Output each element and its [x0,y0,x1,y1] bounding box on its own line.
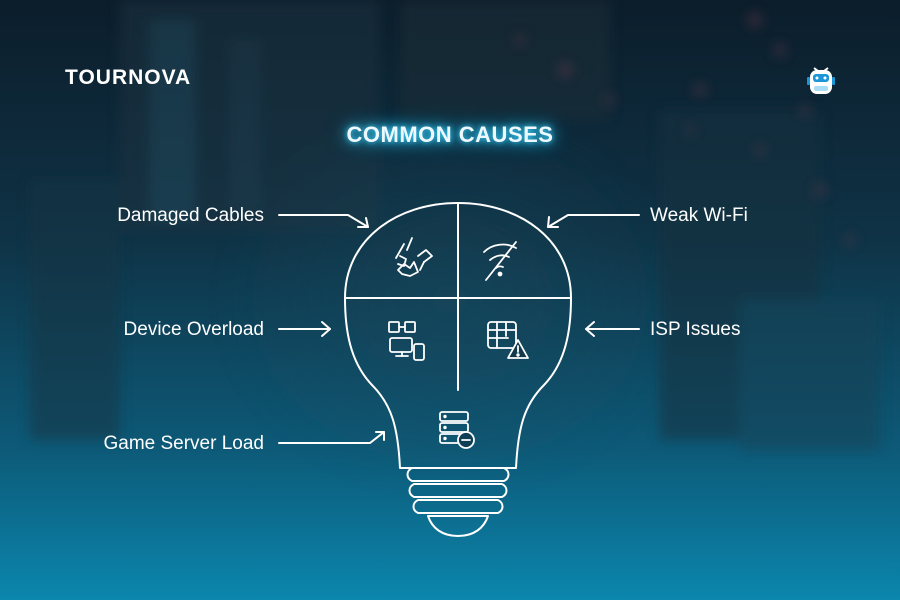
arrow-isp-issues [585,321,640,337]
wifi-off-icon [483,241,517,281]
label-isp-issues: ISP Issues [650,319,741,340]
label-damaged-cables: Damaged Cables [117,205,264,226]
bulb-base [406,467,510,537]
isp-warning-icon [487,321,529,359]
brand-logo: TOURNOVA [65,66,192,89]
arrow-weak-wifi [547,214,640,228]
mascot-robot-icon [807,67,835,94]
arrow-game-server-load [278,431,385,444]
broken-cable-icon [395,237,433,277]
network-devices-icon [388,321,425,361]
arrow-damaged-cables [278,214,369,228]
label-device-overload: Device Overload [123,319,264,340]
page-title: COMMON CAUSES [346,122,554,147]
arrow-device-overload [278,321,331,337]
server-overload-icon [439,411,475,449]
label-game-server-load: Game Server Load [103,433,264,454]
label-weak-wifi: Weak Wi-Fi [650,205,748,226]
